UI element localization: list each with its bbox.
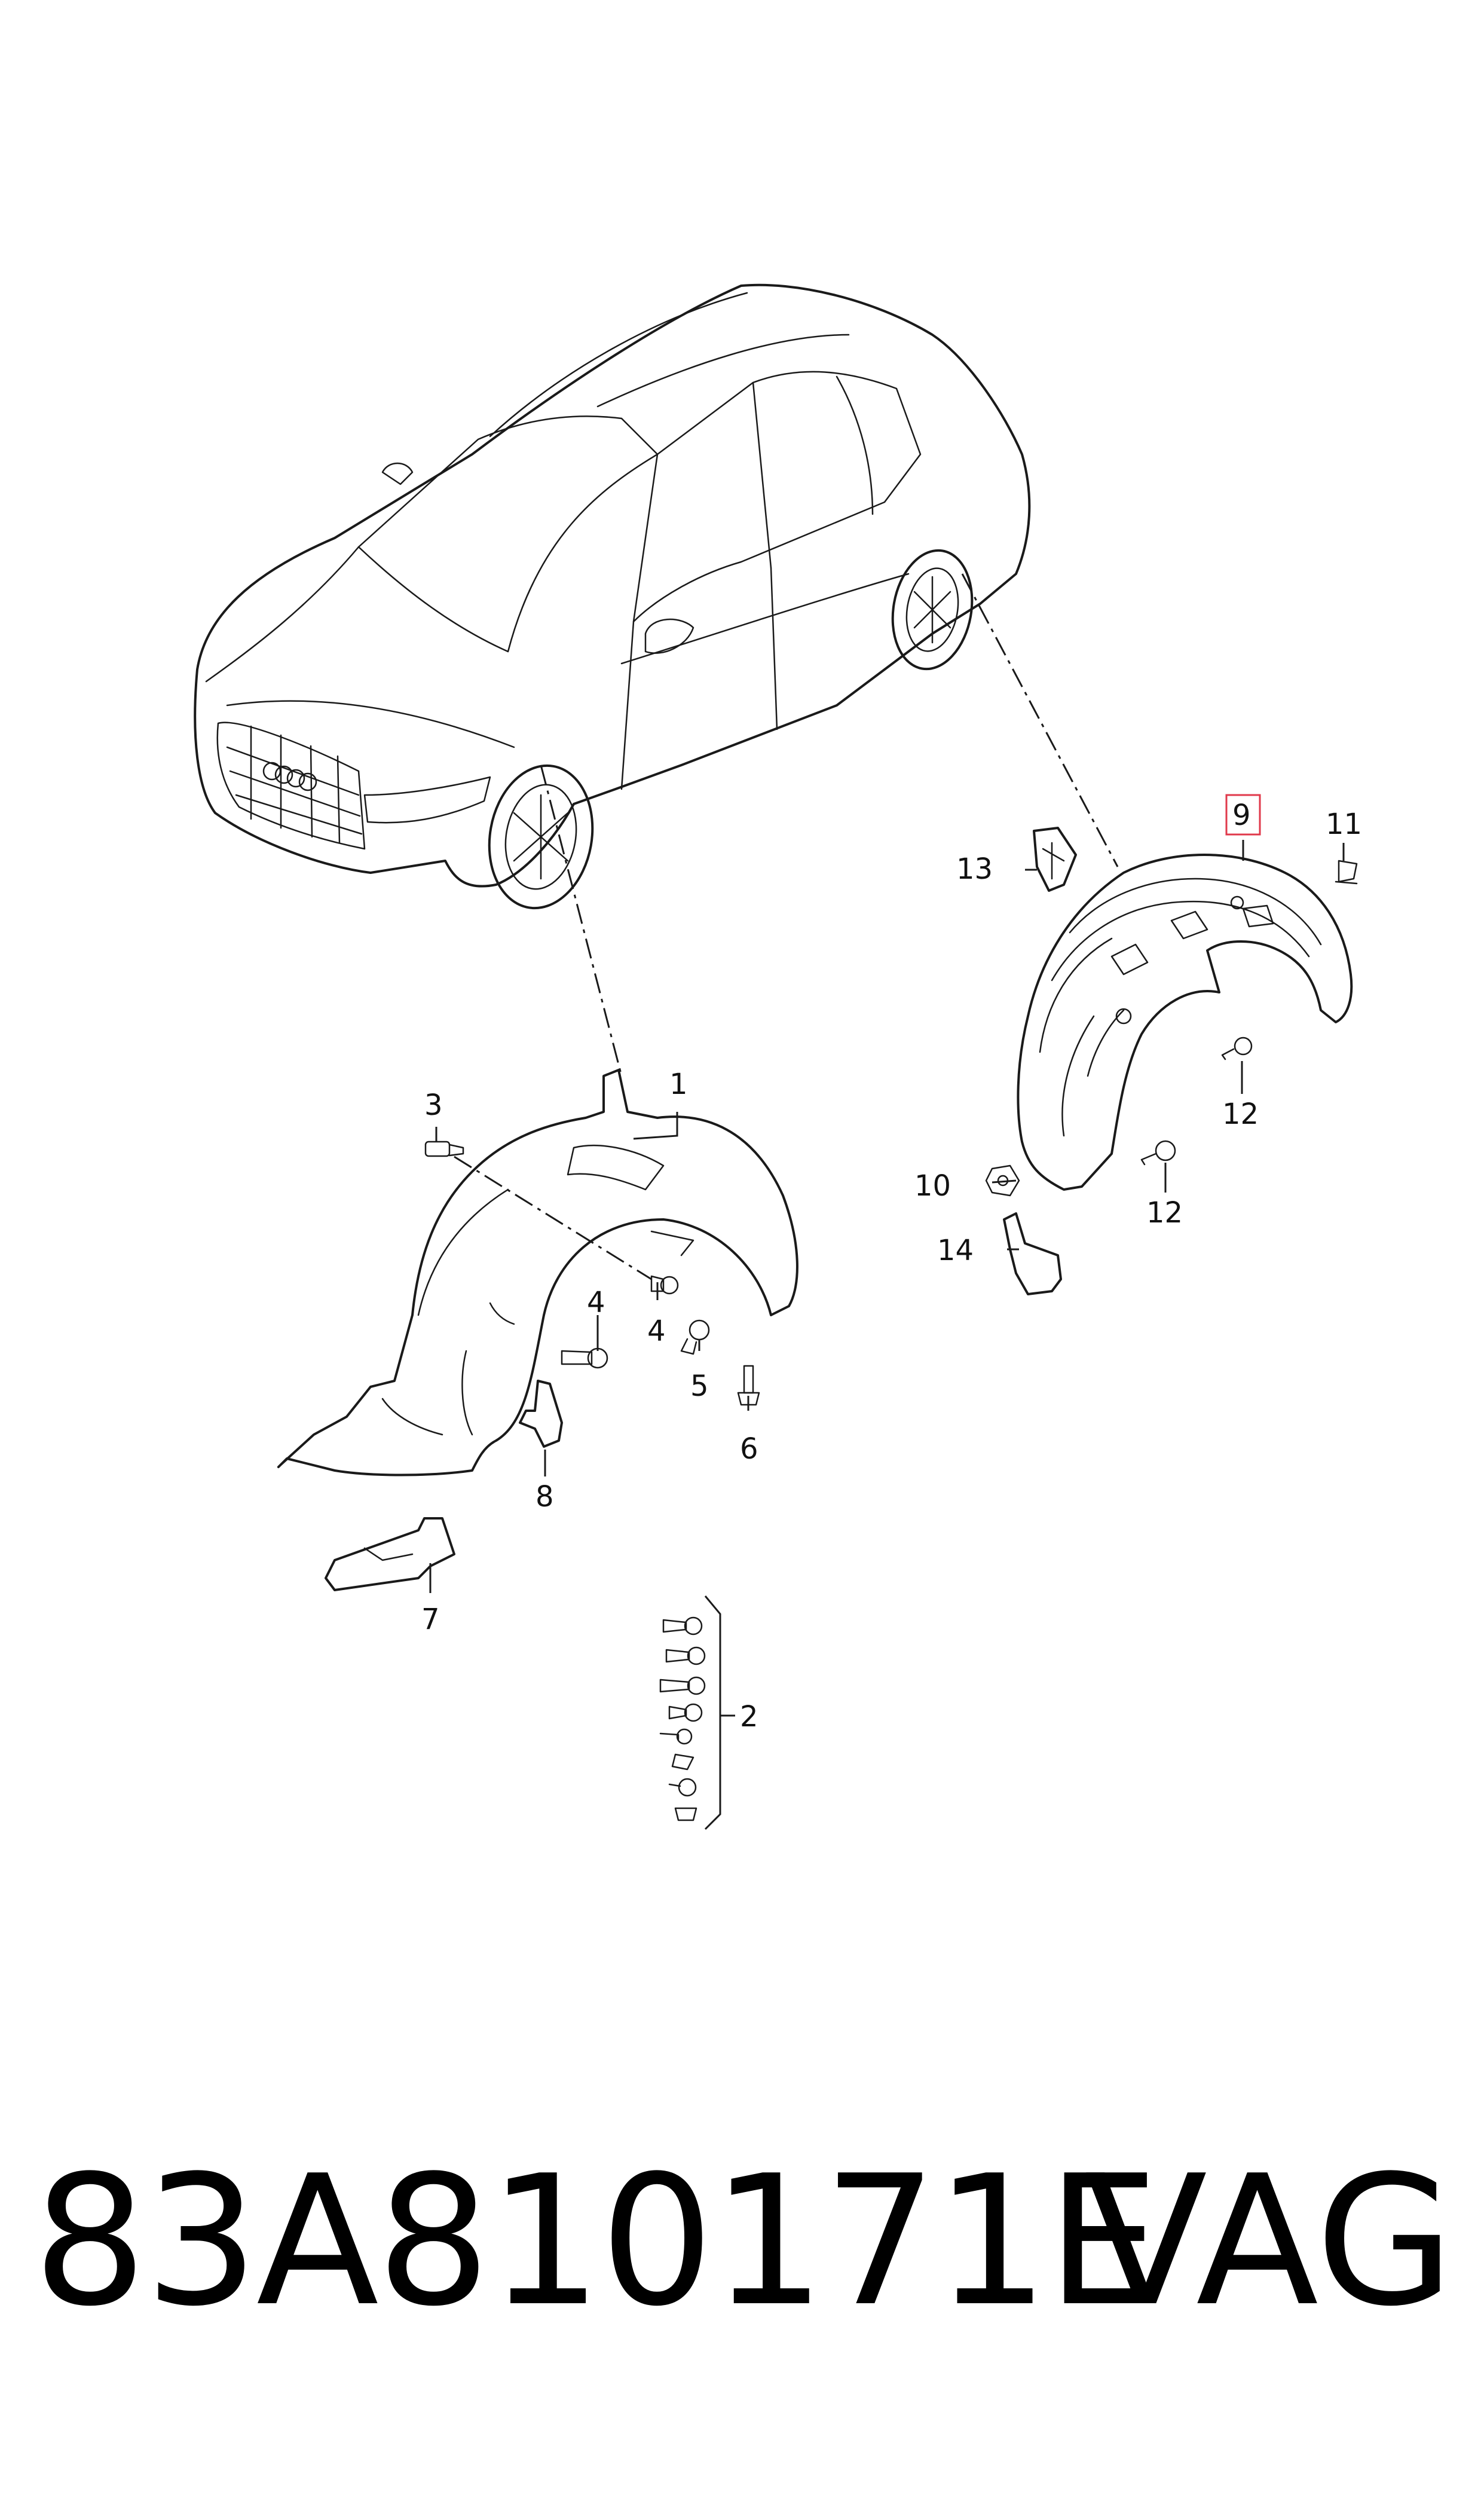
bracket-13 [1033, 827, 1077, 892]
part-number: 83A810171E [33, 2137, 1160, 2346]
clip-11 [1335, 860, 1358, 885]
callout-7: 7 [421, 1603, 440, 1636]
callout-10: 10 [914, 1169, 951, 1203]
screw-12-lower [1140, 1140, 1176, 1166]
highlight-box-9 [1225, 794, 1261, 836]
callout-4-upper: 4 [587, 1286, 605, 1319]
vehicle-illustration [194, 283, 1031, 910]
guide-line-fastener-3 [454, 1155, 652, 1280]
callout-6: 6 [740, 1432, 758, 1466]
callout-12-lower: 12 [1146, 1196, 1183, 1230]
callout-4-lower: 4 [647, 1314, 666, 1348]
bracket-8 [519, 1380, 563, 1448]
front-wheel-housing-liner [277, 1069, 798, 1476]
bolt-4-lower [561, 1347, 608, 1369]
callout-2: 2 [740, 1700, 758, 1734]
bolt-4-upper [650, 1275, 679, 1295]
callout-1: 1 [669, 1068, 688, 1101]
bracket-7 [325, 1517, 455, 1591]
screw-6 [737, 1365, 760, 1406]
bracket-14 [1003, 1212, 1062, 1295]
guide-line-front [540, 765, 623, 1077]
callout-8: 8 [536, 1480, 554, 1514]
callout-13: 13 [956, 852, 993, 886]
rear-wheel-housing-liner [1017, 854, 1353, 1191]
callout-12-upper: 12 [1222, 1097, 1259, 1131]
brand-label: VAG [1085, 2137, 1455, 2346]
screw-12-upper [1221, 1037, 1253, 1060]
clip-5 [680, 1319, 710, 1355]
guide-line-rear [961, 573, 1119, 867]
callout-11: 11 [1326, 808, 1362, 841]
callout-9: 9 [1232, 799, 1251, 832]
callout-14: 14 [937, 1234, 974, 1267]
callout-3: 3 [424, 1089, 443, 1122]
fastener-set-2 [659, 1595, 735, 1830]
bolt-3 [424, 1141, 464, 1157]
callout-5: 5 [690, 1369, 709, 1403]
